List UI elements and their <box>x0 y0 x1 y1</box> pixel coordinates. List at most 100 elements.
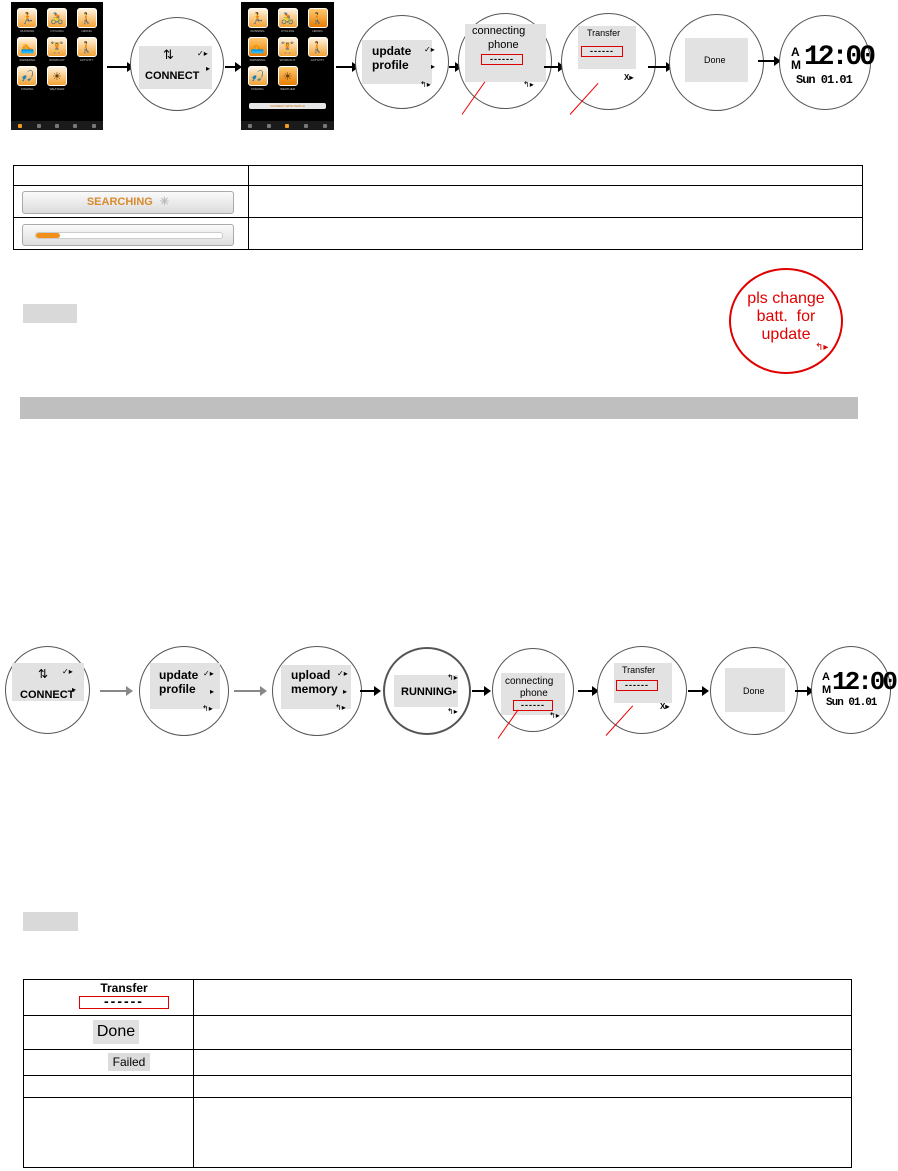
app-label: RUNNING <box>250 29 265 33</box>
failed-label: Failed <box>108 1053 150 1071</box>
workout-icon: 🏋 <box>277 37 298 57</box>
watch-transfer-2: Transfer ------ X▸ <box>597 646 687 734</box>
profile-label: profile <box>159 682 196 696</box>
progress-fill <box>36 233 61 238</box>
watch-done: Done <box>669 14 764 111</box>
back-icon: ↰▸ <box>447 707 458 716</box>
watch-transfer: Transfer ------ X▸ <box>561 13 656 110</box>
flow-arrow <box>472 686 491 696</box>
searching-button: SEARCHING ✳ <box>22 191 234 214</box>
back-icon: ↰▸ <box>202 704 213 713</box>
note-tag <box>23 304 77 323</box>
clock-date: Sun 01.01 <box>826 697 877 709</box>
watch-connect: ⇅ CONNECT ✓▸ ▸ <box>130 17 224 111</box>
am-m: M <box>791 58 801 72</box>
weather-icon: ☀ <box>46 66 67 86</box>
phone-label: phone <box>520 688 548 699</box>
hiking-icon: 🚶 <box>307 8 328 28</box>
done-label: Done <box>743 686 765 696</box>
back-icon: ↰▸ <box>335 703 346 712</box>
app-label: SWIMMING <box>249 58 266 62</box>
app-label: HIKING <box>81 29 92 33</box>
running-icon: 🏃 <box>247 8 268 28</box>
activity-icon: 🚶 <box>307 37 328 57</box>
am-m: M <box>822 684 832 696</box>
battery-line3: update <box>761 326 811 343</box>
cancel-icon: X▸ <box>660 702 670 711</box>
memory-label: memory <box>291 682 338 696</box>
app-running[interactable]: 🏃RUNNING <box>245 8 270 33</box>
app-running[interactable]: 🏃RUNNING <box>15 8 40 33</box>
play-icon: ▸ <box>343 687 348 696</box>
status-table: SEARCHING ✳ <box>13 165 863 250</box>
check-icon: ✓▸ <box>62 667 73 676</box>
watch-upload-memory: upload memory ✓▸ ▸ ↰▸ <box>272 646 362 736</box>
watch-connecting-phone-2: connecting phone ------ ↰▸ <box>492 648 574 732</box>
battery-warning-watch: pls change batt. for update ↰▸ <box>729 268 843 374</box>
app-hiking[interactable]: 🚶HIKING <box>305 8 330 33</box>
app-label: ACTIVITY <box>310 58 325 62</box>
app-activity[interactable]: 🚶ACTIVITY <box>305 37 330 62</box>
app-workout[interactable]: 🏋WORKOUT <box>275 37 300 62</box>
clock-time: 12:00 <box>832 667 898 697</box>
weather-icon: ☀ <box>277 66 298 86</box>
swimming-icon: 🏊 <box>247 37 268 57</box>
workout-icon: 🏋 <box>46 37 67 57</box>
flow-arrow <box>449 62 462 72</box>
clock-date: Sun 01.01 <box>796 73 853 87</box>
app-label: FISHING <box>251 87 264 91</box>
check-icon: ✓▸ <box>203 669 214 678</box>
connecting-label: connecting <box>472 25 526 37</box>
back-icon: ↰▸ <box>523 80 534 89</box>
am-a: A <box>822 671 830 683</box>
swimming-icon: 🏊 <box>17 37 38 57</box>
profile-label: profile <box>372 58 409 72</box>
app-fishing[interactable]: 🎣FISHING <box>245 66 270 91</box>
result-table: Transfer ------ Done Failed <box>23 979 852 1168</box>
fishing-icon: 🎣 <box>247 66 268 86</box>
play-icon: ▸ <box>453 687 458 696</box>
app-activity[interactable]: 🚶ACTIVITY <box>74 37 99 62</box>
running-icon: 🏃 <box>17 8 38 28</box>
app-swimming[interactable]: 🏊SWIMMING <box>15 37 40 62</box>
play-icon: ▸ <box>431 62 436 71</box>
app-hiking[interactable]: 🚶HIKING <box>74 8 99 33</box>
app-swimming[interactable]: 🏊SWIMMING <box>245 37 270 62</box>
app-cycling[interactable]: 🚴CYCLING <box>45 8 70 33</box>
flow-arrow <box>336 62 359 72</box>
transfer-dots: ------ <box>79 994 169 1009</box>
transfer-dots: ------ <box>616 680 658 691</box>
phone-screenshot-home: 🏃RUNNING🚴CYCLING🚶HIKING🏊SWIMMING🏋WORKOUT… <box>11 2 103 130</box>
app-fishing[interactable]: 🎣FISHING <box>15 66 40 91</box>
app-cycling[interactable]: 🚴CYCLING <box>275 8 300 33</box>
flow-arrow <box>225 62 242 72</box>
activity-icon: 🚶 <box>76 37 97 57</box>
app-label: RUNNING <box>20 29 35 33</box>
progress-dots: ------ <box>481 54 523 65</box>
watch-connect-label: CONNECT <box>145 70 200 82</box>
clock-time: 12:00 <box>804 42 876 73</box>
watch-running: RUNNING ▸ ↰▸ ↰▸ <box>383 647 471 735</box>
back-icon: ↰▸ <box>549 711 560 720</box>
back-icon: ↰▸ <box>420 80 431 89</box>
flow-arrow <box>795 686 814 696</box>
battery-line2: batt. for <box>756 308 816 325</box>
flow-arrow <box>758 56 781 66</box>
searching-label: SEARCHING <box>86 196 153 208</box>
back-icon: ↰▸ <box>815 342 829 353</box>
play-icon: ▸ <box>206 64 211 73</box>
app-workout[interactable]: 🏋WORKOUT <box>45 37 70 62</box>
update-label: update <box>159 668 199 682</box>
transfer-dots: ------ <box>581 46 623 57</box>
update-label: update <box>372 44 412 58</box>
connect-with-watch-button[interactable]: CONNECT WITH WATCH <box>249 103 326 109</box>
flow-arrow <box>234 686 267 696</box>
transfer-label: Transfer <box>100 981 148 995</box>
check-icon: ↰▸ <box>447 673 458 682</box>
app-label: WORKOUT <box>49 58 65 62</box>
app-label: FISHING <box>21 87 34 91</box>
play-icon: ▸ <box>210 687 215 696</box>
app-weather[interactable]: ☀WEATHER <box>275 66 300 91</box>
transfer-label: Transfer <box>587 28 621 38</box>
app-weather[interactable]: ☀WEATHER <box>45 66 70 91</box>
